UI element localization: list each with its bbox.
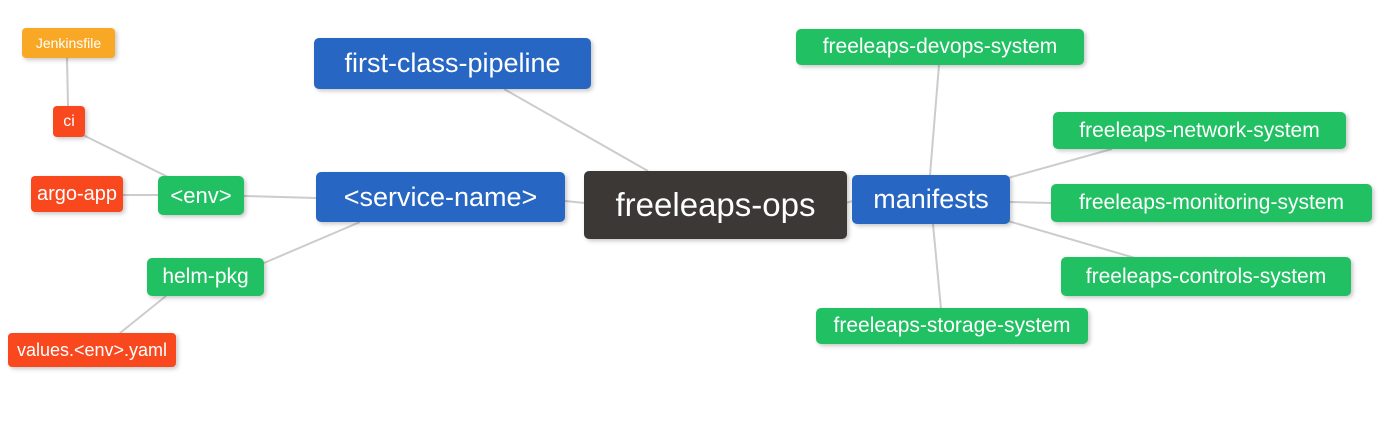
edge-jenkinsfile-ci — [66, 57, 69, 107]
edge-manifests-controls-system — [1007, 220, 1136, 259]
edge-values-helm-pkg — [119, 295, 167, 334]
edge-ci-env — [82, 134, 173, 180]
node-manifests[interactable]: manifests — [852, 175, 1010, 224]
edge-helm-pkg-service-name — [263, 221, 361, 264]
node-values-env-yaml[interactable]: values.<env>.yaml — [8, 333, 176, 367]
node-service-name[interactable]: <service-name> — [316, 172, 565, 222]
node-freeleaps-network-system[interactable]: freeleaps-network-system — [1053, 112, 1346, 149]
node-argo-app[interactable]: argo-app — [31, 176, 123, 212]
edge-env-service-name — [243, 195, 317, 199]
node-freeleaps-controls-system[interactable]: freeleaps-controls-system — [1061, 257, 1351, 296]
node-freeleaps-monitoring-system[interactable]: freeleaps-monitoring-system — [1051, 184, 1372, 222]
node-ci[interactable]: ci — [53, 106, 85, 137]
node-freeleaps-ops-root[interactable]: freeleaps-ops — [584, 171, 847, 239]
edge-manifests-network-system — [1007, 148, 1113, 179]
node-freeleaps-devops-system[interactable]: freeleaps-devops-system — [796, 29, 1084, 65]
edge-manifests-monitoring-system — [1009, 201, 1053, 204]
edge-manifests-devops-system — [929, 64, 940, 176]
edge-pipeline-freeleaps-ops — [503, 88, 649, 172]
node-jenkinsfile[interactable]: Jenkinsfile — [22, 28, 115, 58]
node-helm-pkg[interactable]: helm-pkg — [147, 258, 264, 296]
edge-manifests-storage-system — [932, 223, 942, 310]
edge-service-freeleaps-ops — [564, 200, 586, 204]
node-env[interactable]: <env> — [158, 176, 244, 215]
node-freeleaps-storage-system[interactable]: freeleaps-storage-system — [816, 308, 1088, 344]
node-first-class-pipeline[interactable]: first-class-pipeline — [314, 38, 591, 89]
